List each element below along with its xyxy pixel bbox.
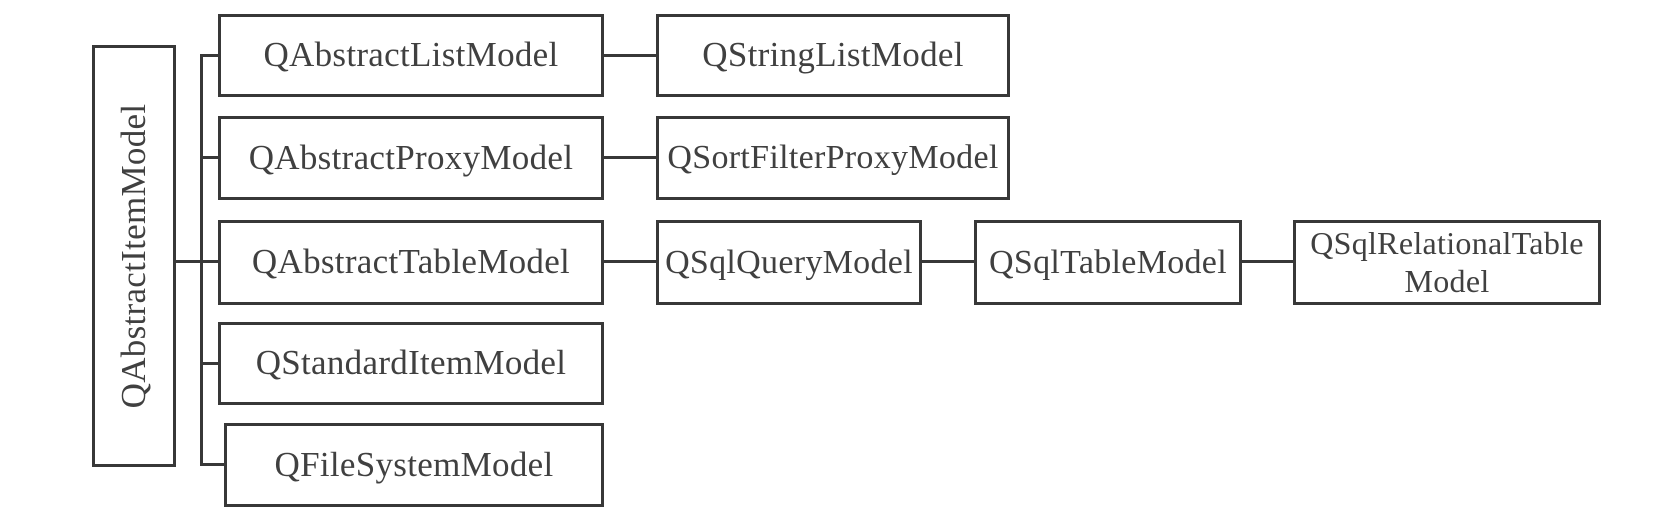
edge-table-sqlquery [604,260,656,263]
edge-sqltable-sqlrelational [1242,260,1293,263]
node-qsqltablemodel: QSqlTableModel [974,220,1242,305]
node-qstringlistmodel: QStringListModel [656,14,1010,97]
node-qstandarditemmodel: QStandardItemModel [218,322,604,405]
edge-root-standard-item [200,362,218,365]
node-label: QSqlTableModel [989,243,1227,281]
node-label: QAbstractListModel [263,35,559,75]
node-qabstractitemmodel: QAbstractItemModel [92,45,176,467]
node-label: QSortFilterProxyModel [667,139,999,177]
edge-list-stringlist [604,54,656,57]
edge-root-abstract-table [176,260,218,263]
edge-root-abstract-list [200,54,218,57]
node-label: QSqlRelationalTable Model [1310,224,1584,299]
node-label: QAbstractTableModel [251,242,571,282]
node-label: QStringListModel [702,35,964,75]
node-label: QAbstractItemModel [114,103,153,409]
node-label: QSqlQueryModel [665,243,913,281]
edge-root-file-system [200,463,224,466]
node-qabstractproxymodel: QAbstractProxyModel [218,116,604,200]
node-qfilesystemmodel: QFileSystemModel [224,423,604,507]
edge-root-abstract-proxy [200,156,218,159]
node-label: QStandardItemModel [255,343,567,383]
edge-sqlquery-sqltable [922,260,974,263]
node-label: QAbstractProxyModel [248,137,574,177]
node-label: QFileSystemModel [274,444,554,484]
node-qsqlquerymodel: QSqlQueryModel [656,220,922,305]
node-qabstractlistmodel: QAbstractListModel [218,14,604,97]
edge-proxy-sortfilter [604,156,656,159]
node-qsortfilterproxymodel: QSortFilterProxyModel [656,116,1010,200]
node-qabstracttablemodel: QAbstractTableModel [218,220,604,305]
node-qsqlrelationaltablemodel: QSqlRelationalTable Model [1293,220,1601,305]
